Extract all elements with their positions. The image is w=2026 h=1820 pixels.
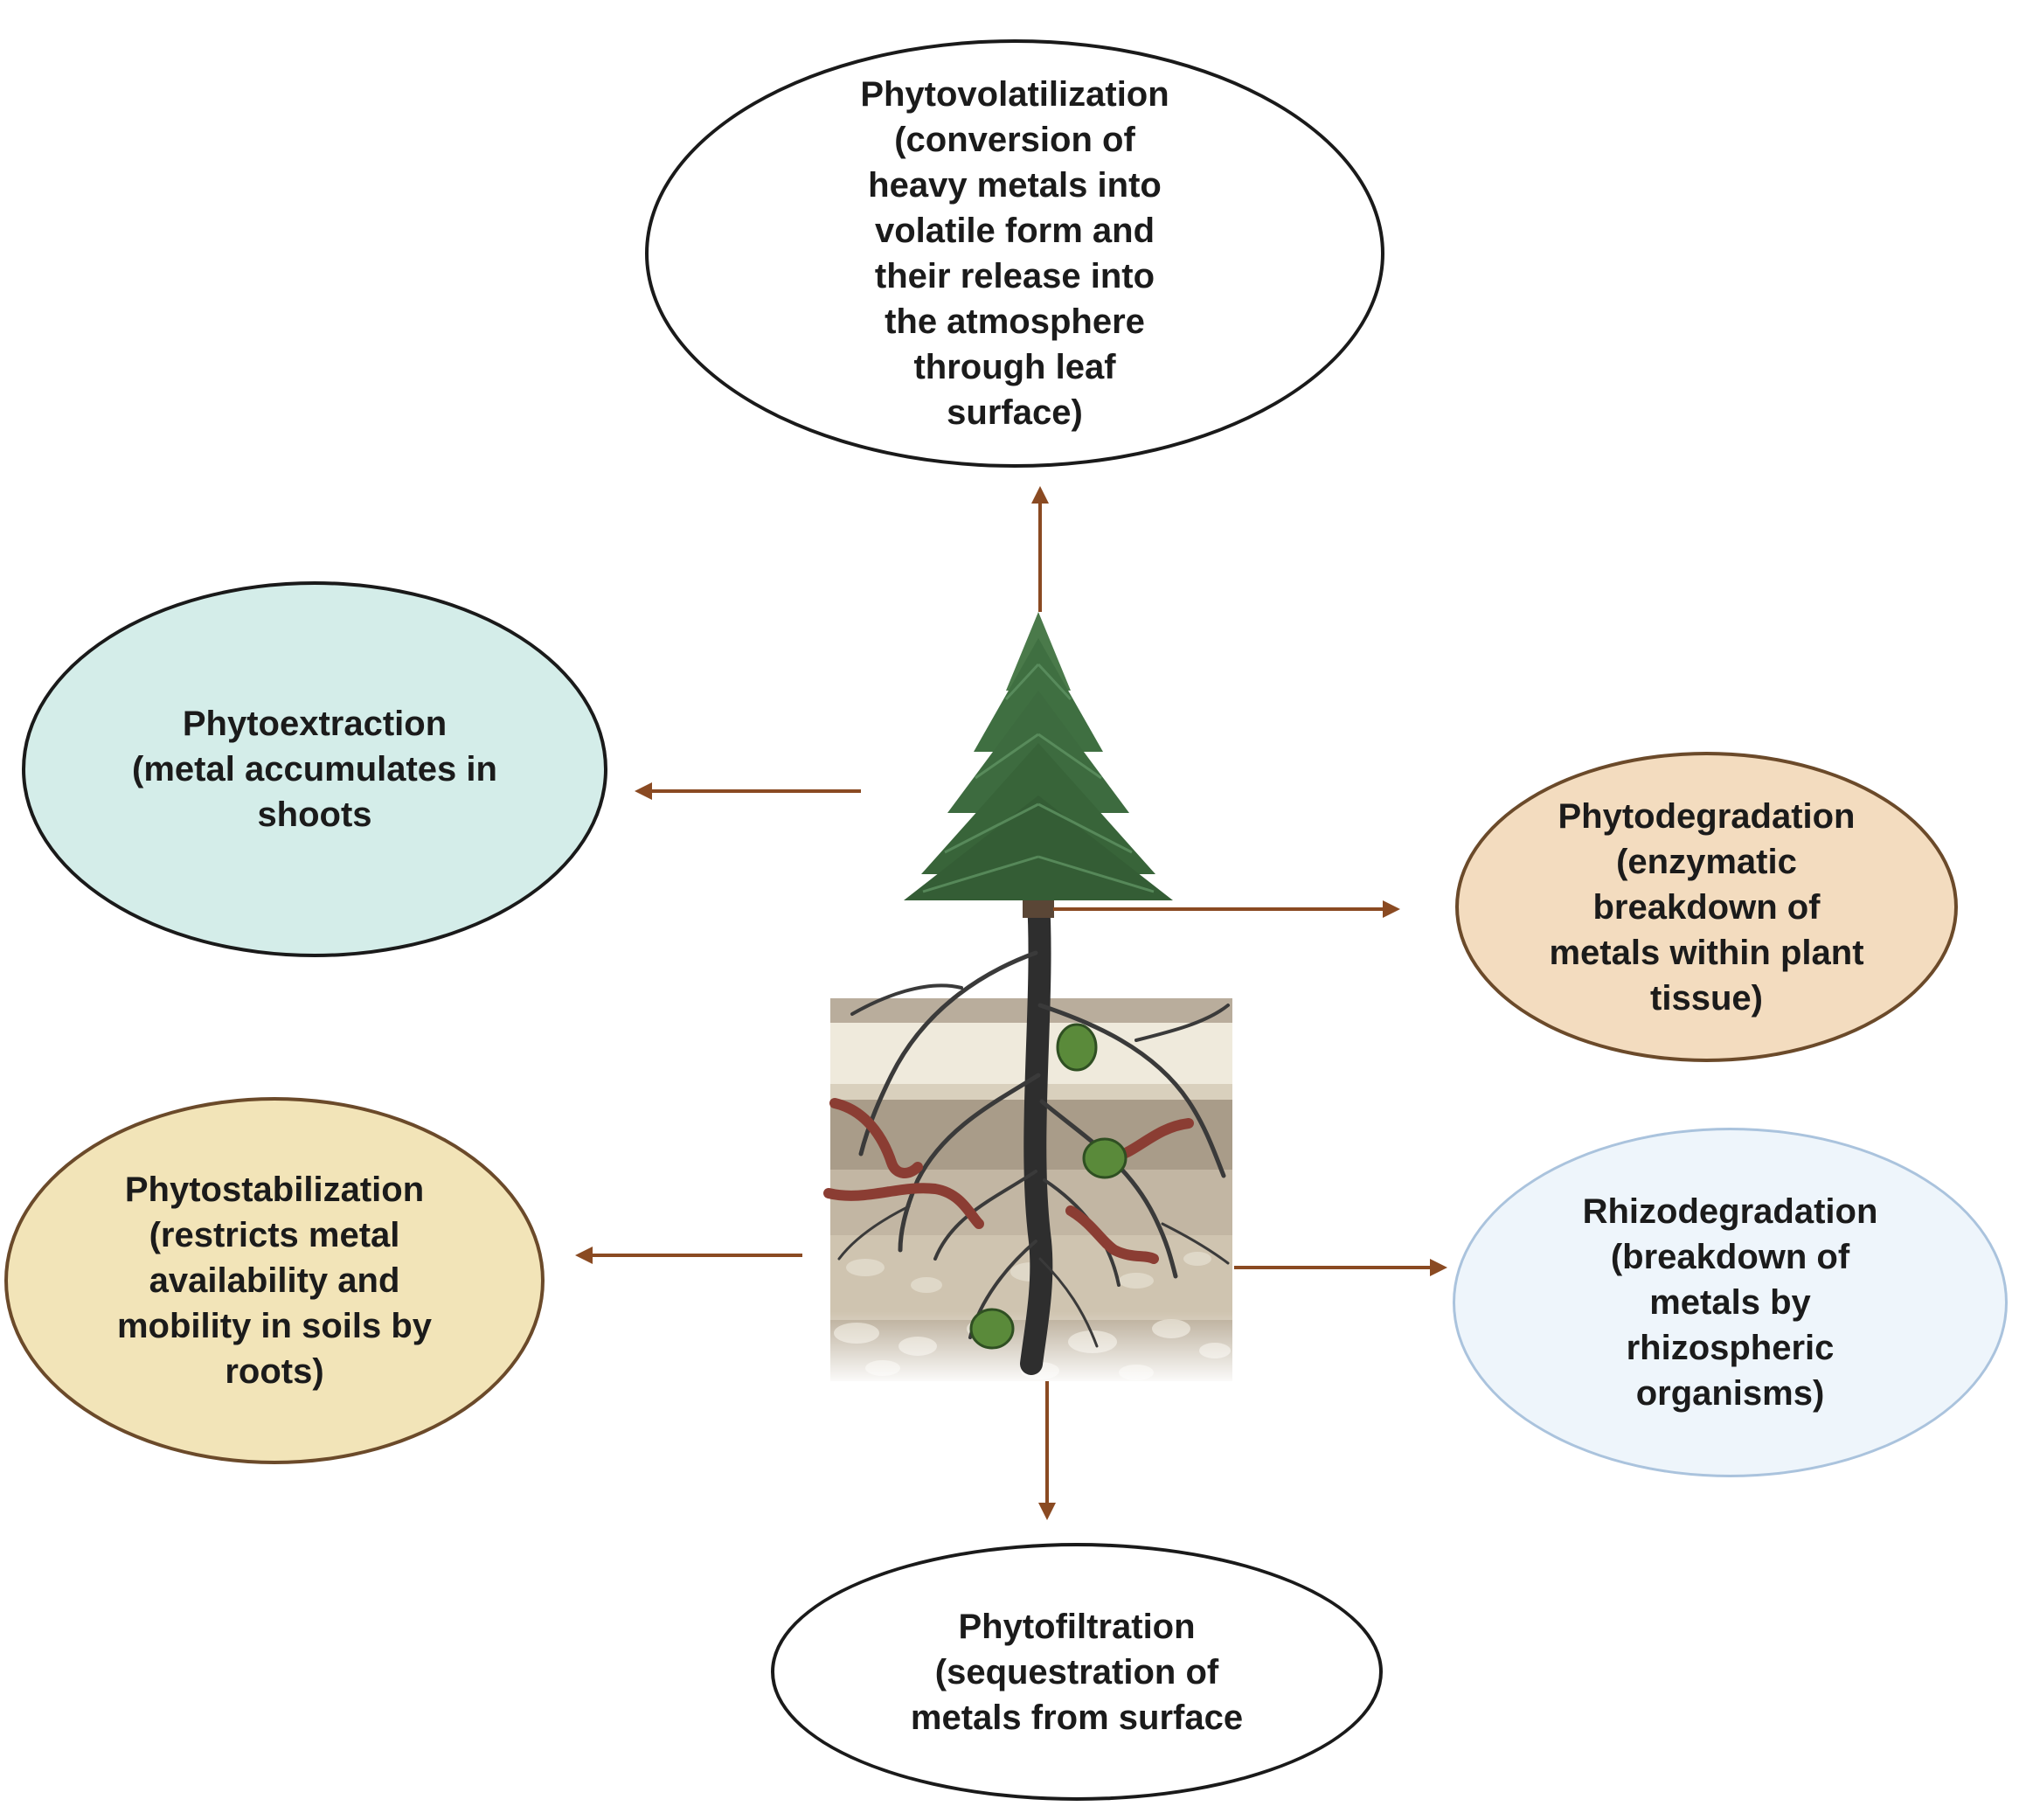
phytoextraction-node: Phytoextraction (metal accumulates in sh… bbox=[22, 581, 607, 957]
phytodegradation-text: Phytodegradation (enzymatic breakdown of… bbox=[1549, 796, 1864, 1018]
phytovolatilization-node: Phytovolatilization (conversion of heavy… bbox=[645, 39, 1384, 468]
phytoextraction-text: Phytoextraction (metal accumulates in sh… bbox=[132, 705, 497, 834]
phytovolatilization-text: Phytovolatilization (conversion of heavy… bbox=[860, 75, 1169, 432]
microbe-icon bbox=[969, 1023, 1127, 1350]
tree-icon bbox=[904, 612, 1173, 918]
phytodegradation-node: Phytodegradation (enzymatic breakdown of… bbox=[1455, 752, 1958, 1062]
rhizodegradation-node: Rhizodegradation (breakdown of metals by… bbox=[1453, 1128, 2008, 1477]
phytofiltration-text: Phytofiltration (sequestration of metals… bbox=[910, 1607, 1244, 1737]
phytofiltration-node: Phytofiltration (sequestration of metals… bbox=[771, 1543, 1383, 1801]
process-arrows bbox=[575, 486, 1447, 1520]
phytostabilization-node: Phytostabilization (restricts metal avai… bbox=[4, 1097, 545, 1464]
rhizodegradation-text: Rhizodegradation (breakdown of metals by… bbox=[1582, 1192, 1878, 1413]
phytostabilization-text: Phytostabilization (restricts metal avai… bbox=[116, 1170, 433, 1391]
